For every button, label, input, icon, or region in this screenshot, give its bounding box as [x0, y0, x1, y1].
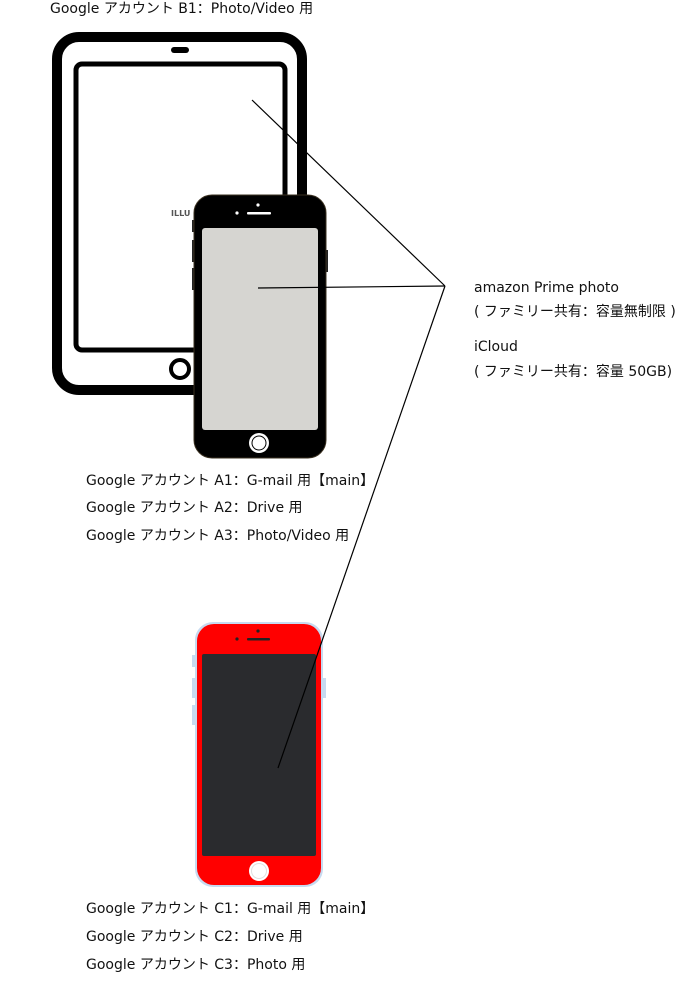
red-phone-icon: [192, 622, 326, 887]
tablet-account-label: Google アカウント B1：Photo/Video 用: [50, 1, 314, 17]
account-label: Google アカウント C3：Photo 用: [86, 957, 306, 973]
account-label: Google アカウント C2：Drive 用: [86, 929, 303, 945]
service-name: iCloud: [474, 339, 518, 355]
watermark-text: ILLU: [171, 209, 190, 218]
service-name: amazon Prime photo: [474, 280, 619, 296]
black-phone-icon: [192, 194, 328, 459]
service-note: ( ファミリー共有：容量無制限 ): [474, 304, 676, 320]
account-label: Google アカウント A1：G-mail 用【main】: [86, 473, 375, 489]
connector-lines: [251, 99, 446, 769]
service-note: ( ファミリー共有：容量 50GB): [474, 364, 673, 380]
account-label: Google アカウント A3：Photo/Video 用: [86, 528, 350, 544]
account-label: Google アカウント A2：Drive 用: [86, 500, 303, 516]
account-label: Google アカウント C1：G-mail 用【main】: [86, 901, 375, 917]
